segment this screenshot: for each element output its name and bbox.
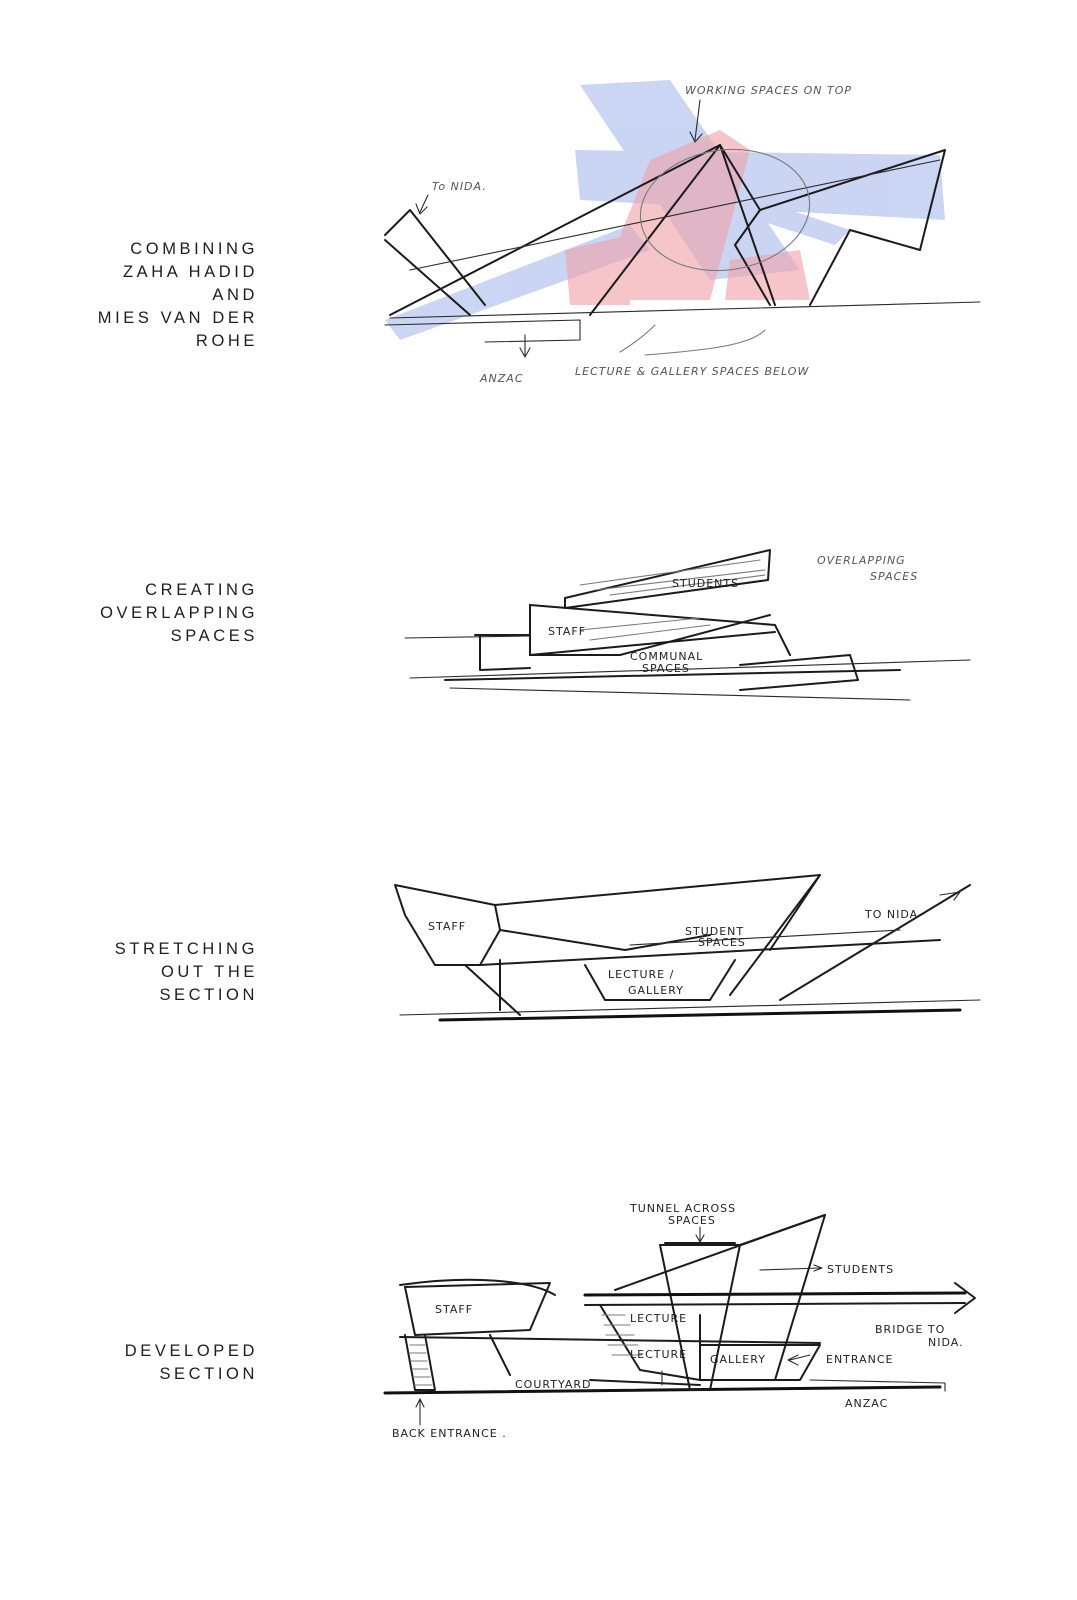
ink-lines [394, 874, 981, 1022]
note-back-entrance: BACK ENTRANCE . [392, 1427, 507, 1440]
note-staff: STAFF [435, 1303, 473, 1316]
note-bridge-1: BRIDGE TO [875, 1323, 945, 1336]
sketch-combining: WORKING SPACES ON TOP To NIDA. ANZAC LEC… [384, 80, 981, 385]
note-entrance: ENTRANCE [826, 1353, 893, 1366]
note-tunnel-2: SPACES [668, 1214, 716, 1227]
sketch-stretching: STAFF STUDENT SPACES TO NIDA LECTURE / G… [394, 874, 981, 1022]
note-communal-2: SPACES [642, 662, 690, 675]
note-students: STUDENTS [672, 577, 739, 590]
ink-lines [383, 1214, 976, 1426]
note-working-spaces: WORKING SPACES ON TOP [685, 84, 852, 97]
caption-stretching: STRETCHING OUT THE SECTION [114, 940, 258, 1004]
note-overlapping-1: OVERLAPPING [817, 554, 906, 567]
note-lecture-gallery: LECTURE & GALLERY SPACES BELOW [575, 365, 809, 378]
note-overlapping-2: SPACES [870, 570, 918, 583]
note-lecture-1: LECTURE / [608, 968, 674, 981]
note-student-2: SPACES [698, 936, 746, 949]
note-anzac: ANZAC [479, 372, 524, 385]
note-lecture-2: GALLERY [628, 984, 684, 997]
note-anzac: ANZAC [845, 1397, 888, 1410]
note-lecture-b: LECTURE [630, 1348, 687, 1361]
note-bridge-2: NIDA. [928, 1336, 964, 1349]
note-lecture-a: LECTURE [630, 1312, 687, 1325]
sketch-developed: TUNNEL ACROSS SPACES STUDENTS STAFF LECT… [383, 1202, 976, 1440]
caption-creating: CREATING OVERLAPPING SPACES [100, 581, 258, 645]
ink-lines [384, 99, 981, 358]
ink-lines [404, 549, 971, 701]
note-courtyard: COURTYARD [515, 1378, 591, 1391]
note-staff: STAFF [548, 625, 586, 638]
note-gallery: GALLERY [710, 1353, 766, 1366]
sketch-overlapping: OVERLAPPING SPACES STUDENTS STAFF COMMUN… [404, 549, 971, 701]
note-tunnel-1: TUNNEL ACROSS [629, 1202, 736, 1215]
caption-combining: COMBINING ZAHA HADID AND MIES VAN DER RO… [97, 240, 258, 350]
note-student-1: STUDENT [685, 925, 744, 938]
caption-developed: DEVELOPED SECTION [124, 1342, 258, 1383]
note-to-nida: To NIDA. [432, 180, 487, 193]
note-communal-1: COMMUNAL [630, 650, 703, 663]
note-to-nida: TO NIDA [864, 908, 918, 921]
note-staff: STAFF [428, 920, 466, 933]
note-students: STUDENTS [827, 1263, 894, 1276]
